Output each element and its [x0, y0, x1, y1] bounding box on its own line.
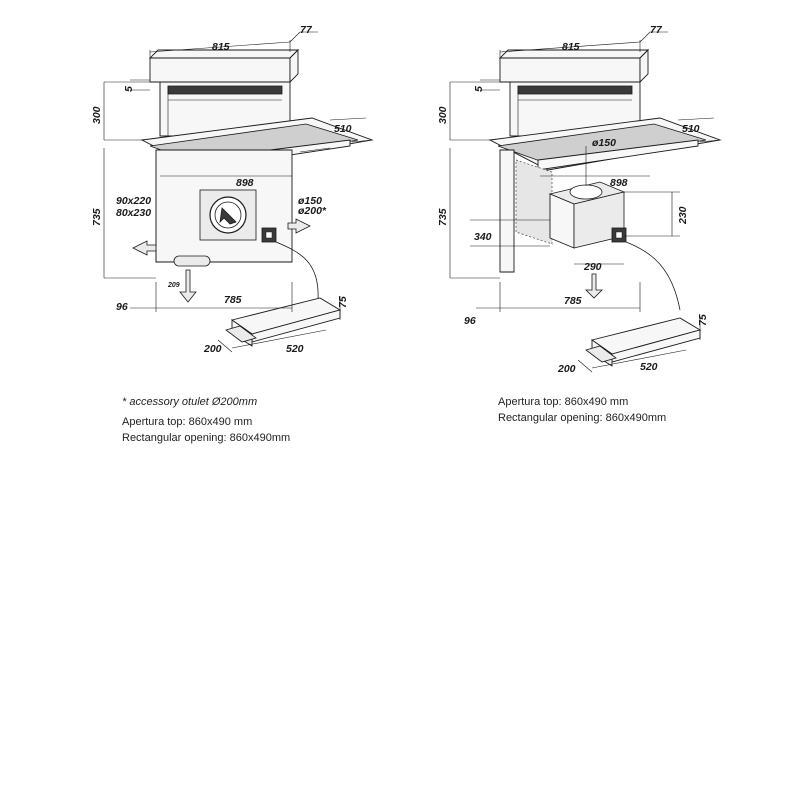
- left-dim-520: 520: [286, 343, 304, 355]
- right-worktop: [488, 117, 722, 171]
- right-dim-898: 898: [610, 177, 628, 189]
- right-cabinet: [499, 149, 627, 299]
- right-dim-lines: [449, 31, 721, 373]
- right-dim-340: 340: [474, 231, 492, 243]
- right-dim-290: 290: [583, 261, 602, 273]
- right-dim-510: 510: [682, 123, 700, 135]
- right-dim-75: 75: [697, 314, 709, 326]
- left-dim-75: 75: [337, 296, 349, 308]
- right-dim-77: 77: [650, 24, 663, 36]
- right-dim-300: 300: [437, 106, 449, 124]
- right-notes: Apertura top: 860x490 mm Rectangular ope…: [498, 394, 666, 426]
- left-dim-vent: 209: [167, 282, 180, 289]
- accessory-note: * accessory otulet Ø200mm: [122, 396, 258, 408]
- left-dim-outlet-200: ø200*: [298, 205, 327, 217]
- left-motor: [225, 297, 342, 347]
- left-dim-lines: [103, 31, 373, 353]
- left-dim-77: 77: [300, 24, 313, 36]
- left-opening-note: Rectangular opening: 860x490mm: [122, 432, 291, 444]
- left-dim-735: 735: [91, 208, 103, 226]
- left-dim-898: 898: [236, 177, 254, 189]
- left-dim-96: 96: [116, 301, 128, 313]
- left-dim-785: 785: [224, 294, 242, 306]
- left-dim-outlet-150: ø150: [298, 195, 322, 207]
- right-motor: [585, 317, 702, 367]
- left-dim-300: 300: [91, 106, 103, 124]
- right-dim-5: 5: [473, 86, 485, 92]
- left-dim-duct-a: 90x220: [116, 195, 151, 207]
- right-dim-230: 230: [677, 206, 689, 225]
- right-dim-520: 520: [640, 361, 658, 373]
- right-dim-815: 815: [562, 41, 580, 53]
- left-dim-815: 815: [212, 41, 230, 53]
- left-dim-510: 510: [334, 123, 352, 135]
- right-dim-200: 200: [557, 363, 576, 375]
- right-opening-note: Rectangular opening: 860x490mm: [498, 412, 667, 424]
- left-apertura-note: Apertura top: 860x490 mm: [122, 416, 253, 428]
- right-dim-outlet-150: ø150: [592, 137, 616, 149]
- left-notes: * accessory otulet Ø200mm Apertura top: …: [122, 394, 290, 446]
- left-dim-duct-b: 80x230: [116, 207, 151, 219]
- left-dim-5: 5: [123, 86, 135, 92]
- right-top-bar: [498, 48, 650, 137]
- right-dim-735: 735: [437, 208, 449, 226]
- right-dim-785: 785: [564, 295, 582, 307]
- left-dim-200: 200: [203, 343, 222, 355]
- right-apertura-note: Apertura top: 860x490 mm: [498, 396, 629, 408]
- left-cabinet: [132, 149, 311, 303]
- left-top-bar: [148, 48, 300, 137]
- left-drawing: 815 77 5 300 510 898 735 90x220 80x230 ø…: [91, 24, 374, 355]
- right-drawing: 815 77 5 300 510 ø150 898 735 230 340 29…: [437, 24, 722, 375]
- right-dim-96: 96: [464, 315, 476, 327]
